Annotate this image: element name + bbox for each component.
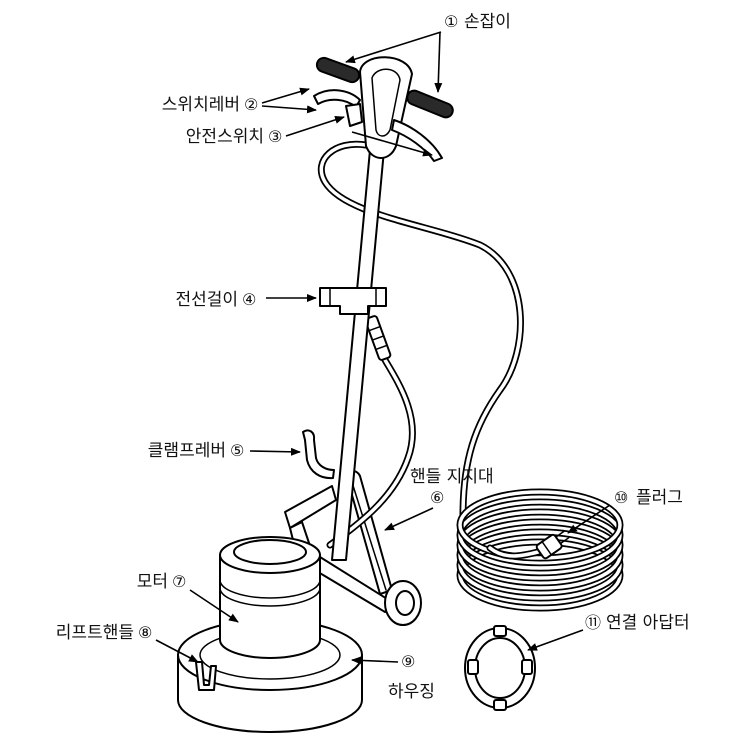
label-handle-number: ① bbox=[444, 12, 458, 31]
arrow-switch-lever-lower bbox=[261, 105, 317, 114]
labels: ① 손잡이 스위치레버 ② 안전스위치 ③ 전선걸이 ④ 클램프레버 ⑤ 핸들 … bbox=[56, 12, 690, 702]
label-plug-name: 플러그 bbox=[636, 488, 683, 508]
arrow-adapter bbox=[527, 629, 584, 651]
arrow-right-lever bbox=[351, 131, 433, 157]
arrow-motor bbox=[189, 589, 239, 623]
label-lift-handle-number: ⑧ bbox=[138, 623, 152, 642]
plug-cord bbox=[486, 544, 542, 560]
label-handle-support-name: 핸들 지지대 bbox=[410, 467, 494, 487]
label-clamp-lever-name: 클램프레버 bbox=[148, 441, 226, 461]
label-motor-number: ⑦ bbox=[172, 572, 186, 591]
arrow-switch-lever-upper bbox=[261, 87, 310, 104]
label-handle-support-number: ⑥ bbox=[430, 488, 444, 507]
label-lift-handle-name: 리프트핸들 bbox=[56, 623, 134, 643]
safety-switch bbox=[345, 103, 363, 127]
label-adapter-number: ⑪ bbox=[585, 613, 601, 632]
label-handle-name: 손잡이 bbox=[464, 12, 511, 32]
label-cord-hook-name: 전선걸이 bbox=[175, 290, 238, 310]
plug bbox=[535, 530, 570, 560]
label-housing-name: 하우징 bbox=[388, 682, 435, 702]
cord-hook bbox=[319, 287, 387, 315]
power-cord-lower bbox=[326, 356, 416, 549]
arrow-housing bbox=[351, 656, 399, 665]
arrow-lift-handle bbox=[155, 639, 199, 663]
coil-loop bbox=[456, 488, 624, 562]
clamp-lever bbox=[302, 429, 335, 480]
label-housing-number: ⑨ bbox=[401, 652, 415, 671]
label-plug-number: ⑩ bbox=[614, 488, 628, 507]
label-safety-switch-name: 안전스위치 bbox=[186, 127, 264, 147]
cord-coil bbox=[456, 488, 624, 612]
arrow-handle-support bbox=[384, 507, 434, 531]
arrow-handle-left bbox=[345, 31, 442, 64]
label-switch-lever-number: ② bbox=[244, 95, 258, 114]
lift-handle bbox=[195, 661, 217, 691]
arrow-safety-switch bbox=[285, 116, 345, 137]
handle-head bbox=[359, 56, 413, 159]
label-cord-hook-number: ④ bbox=[242, 290, 256, 309]
arrow-clamp-lever bbox=[249, 447, 301, 456]
power-cord-upper bbox=[317, 140, 524, 519]
cord-connector bbox=[364, 315, 392, 361]
arrow-handle-right bbox=[434, 31, 443, 93]
right-switch-lever bbox=[391, 119, 443, 162]
label-clamp-lever-number: ⑤ bbox=[230, 441, 244, 460]
label-switch-lever-name: 스위치레버 bbox=[162, 95, 240, 115]
label-safety-switch-number: ③ bbox=[268, 127, 282, 146]
leader-arrows bbox=[155, 31, 611, 665]
connection-adapter bbox=[464, 625, 536, 711]
label-adapter-name: 연결 아답터 bbox=[606, 613, 690, 633]
motor bbox=[219, 536, 321, 659]
right-grip bbox=[406, 89, 454, 119]
label-motor-name: 모터 bbox=[137, 572, 168, 592]
arrow-plug bbox=[567, 504, 611, 534]
left-grip bbox=[315, 56, 361, 84]
wheel bbox=[384, 580, 422, 626]
